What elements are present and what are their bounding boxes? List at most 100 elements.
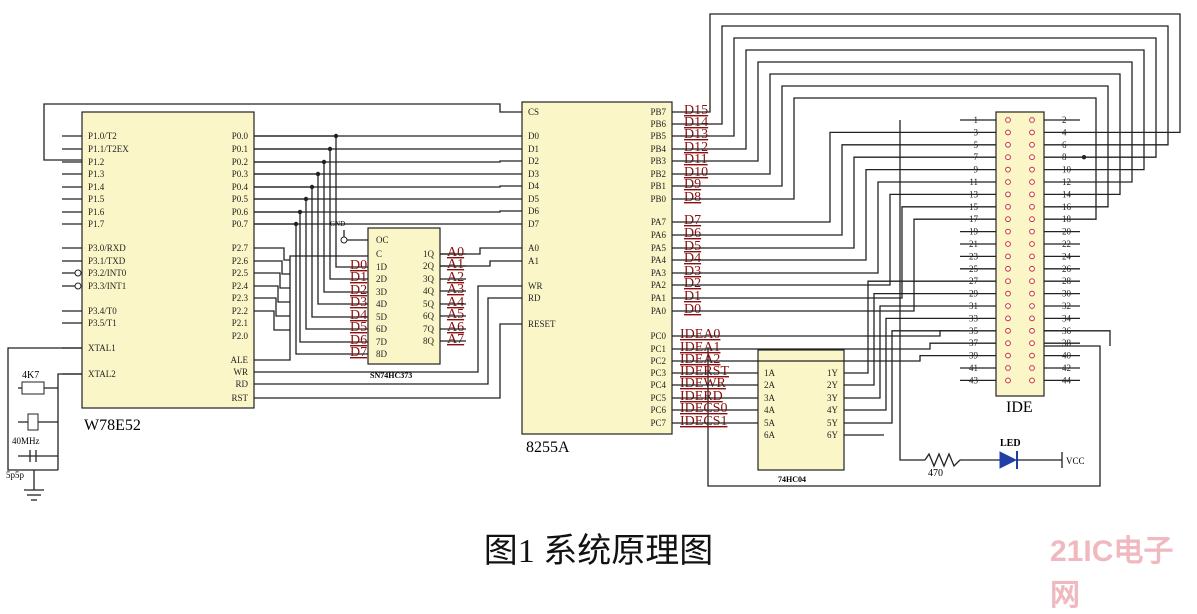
ppi-pin-label: PC4: [650, 380, 666, 390]
ppi-pin-label: PB0: [650, 194, 666, 204]
latch-pin-label: C: [376, 249, 382, 259]
ide-pin-pad: [1029, 179, 1035, 185]
latch-name: SN74HC373: [370, 371, 412, 380]
ppi-chip: [521, 101, 673, 435]
pa-route-net: [672, 168, 960, 261]
ide-pin-pad: [1005, 253, 1011, 260]
pb-net-label: D8: [684, 190, 701, 205]
pb-route-net: [672, 61, 1133, 183]
ide-pin-pad: [1005, 117, 1011, 123]
latch-output-label: A6: [447, 320, 464, 335]
mcu-pin-label: P0.4: [232, 182, 249, 192]
ide-pin-pad: [1005, 141, 1011, 148]
ppi-pin-label: D5: [528, 194, 539, 204]
latch-input-label: D1: [350, 270, 367, 285]
inverter-name: 74HC04: [778, 475, 806, 484]
mcu-pin-label: P2.7: [232, 243, 249, 253]
ppi-pin-label: PB7: [650, 107, 666, 117]
mcu-pin-label: P2.3: [232, 293, 249, 303]
rst-resistor-label: 4K7: [22, 370, 39, 381]
mcu-pin-label: P0.5: [232, 194, 249, 204]
ide-return-net: [1044, 330, 1111, 346]
ppi-pin-label: PB3: [650, 156, 666, 166]
ide-pin-pad: [1005, 129, 1011, 136]
ide-pin-pad: [1005, 365, 1011, 371]
ide-pin-pad: [1029, 303, 1035, 309]
ide-pin-pad: [1029, 340, 1035, 347]
mcu-pin-bubble: [74, 269, 82, 277]
pb-net-label: D10: [684, 165, 708, 180]
figure-caption: 图1 系统原理图: [483, 533, 714, 570]
latch-pin-label: 3Q: [423, 274, 435, 284]
ppi-data-net: [254, 160, 522, 163]
latch-pin-label: 3D: [376, 287, 388, 297]
schematic: W78E52 SN74HC373 8255A 74HC04 IDE: [6, 13, 1181, 501]
p2-net: [254, 247, 290, 261]
mcu-pin-label: WR: [234, 367, 249, 377]
mcu-pin-label: P0.6: [232, 207, 249, 217]
ide-name: IDE: [1006, 399, 1033, 416]
latch-pin-label: 2Q: [423, 261, 435, 271]
ide-pin-pad: [1005, 303, 1011, 309]
latch-chip: [367, 227, 441, 365]
mcu-pin-label: P3.5/T1: [88, 318, 117, 328]
pa-route-net: [672, 193, 960, 286]
ide-pin-pad: [1029, 228, 1035, 235]
ide-pin-pad: [1029, 216, 1035, 223]
inverter-out-net: [844, 317, 960, 411]
mcu-pin-label: P2.1: [232, 318, 248, 328]
mcu-pin-label: P0.1: [232, 144, 248, 154]
inverter-out-net: [844, 305, 960, 399]
latch-output-label: A5: [447, 307, 464, 322]
ide-pin-pad: [1005, 377, 1011, 384]
ppi-name: 8255A: [526, 439, 570, 456]
latch-output-label: A4: [447, 295, 464, 310]
ppi-pin-label: CS: [528, 107, 539, 117]
ide-pin-pad: [1005, 315, 1011, 322]
pc-net-label: IDEA2: [680, 352, 720, 367]
ide-pin-pad: [1005, 352, 1011, 359]
ide-pin-pad: [1029, 166, 1035, 173]
pb-net-label: D9: [684, 177, 701, 192]
latch-pin-label: OC: [376, 235, 389, 245]
ide-pin-pad: [1029, 290, 1035, 297]
inverter-out-net: [844, 330, 960, 424]
mcu-pin-label: RST: [231, 393, 248, 403]
ppi-pin-label: D4: [528, 181, 539, 191]
dynamic-layer: P1.0/T2P1.1/T2EXP1.2P1.3P1.4P1.5P1.6P1.7…: [62, 13, 1181, 440]
mcu-name: W78E52: [84, 417, 141, 434]
pb-net-label: D13: [684, 127, 708, 142]
pb-net-label: D12: [684, 140, 708, 155]
mcu-pin-label: P2.0: [232, 331, 249, 341]
pa-net-label: D3: [684, 264, 701, 279]
ppi-pin-label: PA5: [651, 243, 667, 253]
p2-net: [254, 285, 290, 303]
ide-pin-pad: [1005, 216, 1011, 223]
pa-route-net: [672, 218, 960, 312]
ide-pin-pad: [1029, 241, 1035, 247]
inverter-chip: [757, 349, 845, 471]
mcu-pin-label: P2.4: [232, 281, 249, 291]
latch-input-label: D4: [350, 308, 367, 323]
latch-pin-label: 7D: [376, 337, 388, 347]
ppi-pin-label: PA6: [651, 230, 667, 240]
ppi-pin-label: PA4: [651, 255, 667, 265]
latch-input-label: D5: [350, 320, 367, 335]
mcu-pin-label: P1.6: [88, 207, 105, 217]
inverter-out-net: [844, 280, 960, 374]
pa-net-label: D6: [684, 226, 701, 241]
mcu-pin-label: XTAL2: [88, 369, 116, 379]
latch-output-label: A2: [447, 270, 464, 285]
ide-pin-pad: [1005, 241, 1011, 247]
mcu-pin-label: P1.4: [88, 182, 105, 192]
pb-route-net: [672, 97, 1097, 220]
latch-input-label: D7: [350, 345, 367, 360]
p2-net: [254, 310, 290, 331]
ide-pin-pad: [1029, 315, 1035, 322]
latch-output-label: A1: [447, 257, 464, 272]
pc-addr-net: [672, 354, 960, 362]
pa-route-net: [672, 181, 960, 274]
site-watermark: 21IC电子网: [1050, 535, 1174, 612]
ide-pin-pad: [1029, 352, 1035, 359]
pc-net-label: IDEWR: [680, 376, 727, 391]
